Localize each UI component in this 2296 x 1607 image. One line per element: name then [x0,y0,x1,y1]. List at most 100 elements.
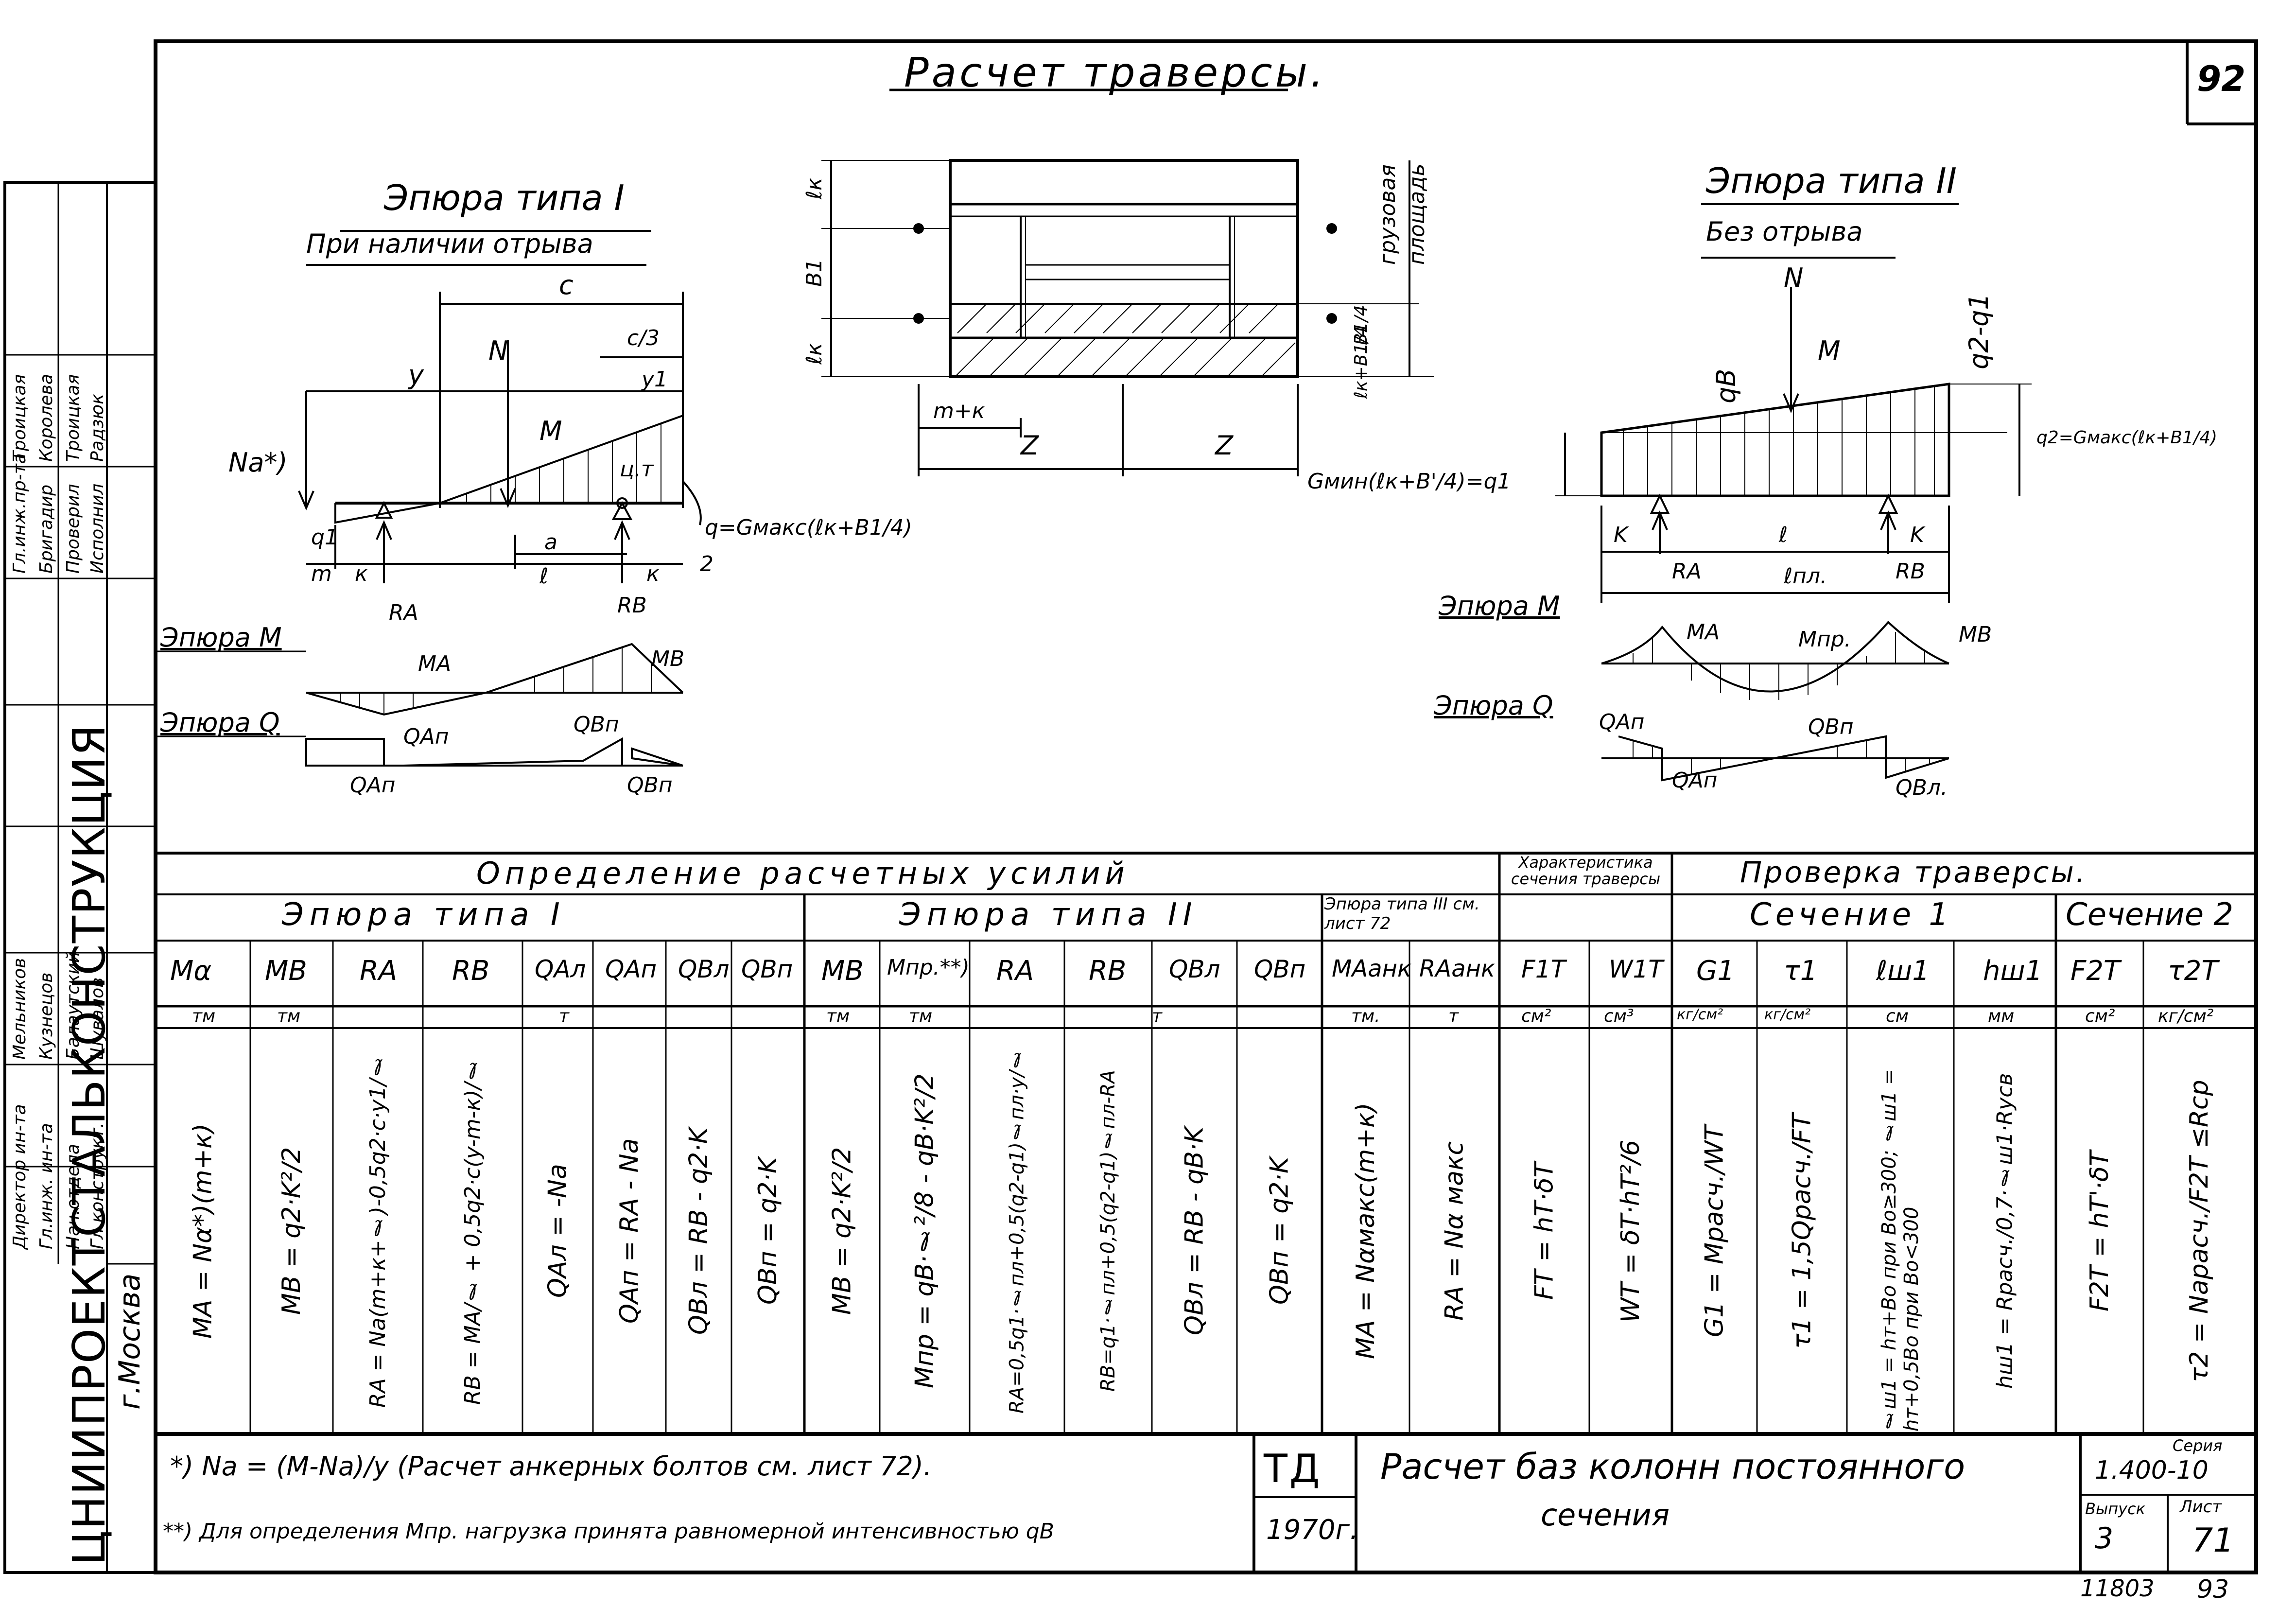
stamp-list: 71 [2192,1521,2234,1560]
d1-a: a [544,530,557,555]
formula-cell-7: QBл = RB - q2·K [684,1127,713,1335]
formula-cell-18: WT = δT·hT²/6 [1616,1139,1645,1323]
diagram-2-title: Эпюра типа II [1706,160,1957,201]
d2-QA2: QAп [1672,768,1718,793]
note-1: *) Na = (M-Na)/y (Расчет анкерных болтов… [170,1451,932,1482]
col-header-17: F1T [1521,955,1566,983]
col-header-10: Mпр.**) [887,955,970,980]
stamp-vypusk-label: Выпуск [2085,1500,2145,1518]
d1-q-formula: q=Gмакс(ℓк+B1/4) [705,515,912,540]
c-gmin: Gмин(ℓк+B'/4)=q1 [1307,469,1511,494]
diagram-1-subtitle: При наличии отрыва [306,228,593,259]
formula-cell-8: QBп = q2·K [753,1157,783,1305]
unit-22: мм [1988,1006,2015,1026]
d1-q1: q1 [311,525,338,550]
c-z1: Z [1021,430,1039,461]
col-header-18: W1T [1609,955,1663,983]
d1-Na: Na*) [228,447,288,478]
name-4: Шувалов [87,977,107,1060]
d2-l: ℓ [1779,523,1788,547]
table-group-char-text: Характеристика сечения траверсы [1511,853,1661,888]
d1-l: ℓ [539,564,549,589]
stamp-seria: 1.400-10 [2095,1456,2209,1485]
col-header-23: F2T [2070,955,2121,987]
role-7: Проверил [63,484,83,574]
page-title: Расчет траверсы. [904,49,1326,96]
col-header-5: QAл [535,955,586,983]
sheet-number: 92 [2197,58,2246,99]
role-4: Гл.конструкт. [87,1122,107,1249]
c-lk-b1: ℓк+B1/4 [1351,326,1371,399]
table-group-char: Характеристика сечения траверсы [1502,854,1670,887]
role-5: Гл.инж.пр-та [10,453,30,574]
formula-cell-14: QBп = q2·K [1265,1157,1294,1305]
formula-cell-1: MA = Nα*)(m+к) [188,1123,218,1339]
col-header-11: RA [996,955,1034,987]
note-2: **) Для определения Mпр. нагрузка принят… [163,1519,1054,1544]
unit-16: т [1448,1006,1459,1026]
unit-17: см² [1521,1006,1551,1026]
col-header-16: RAанк [1419,955,1495,982]
role-6: Бригадир [36,484,56,574]
table-group-left: Определение расчетных усилий [476,856,1130,891]
org-city: г.Москва [113,1273,147,1410]
c-lk-bot: ℓк [802,343,827,365]
role-2: Гл.инж. ин-та [36,1123,56,1249]
d1-epure-Q: Эпюра Q [160,707,280,738]
col-header-9: MB [821,955,864,987]
d1-RA: RA [389,600,418,625]
formula-cell-22: hш1 = Rрасч./0,7·ℓш1·Rусв [1992,1073,2018,1389]
table-sub-II: Эпюра типа II [899,897,1198,933]
unit-10: тм [909,1006,933,1026]
name-8: Радзюк [87,394,107,462]
d2-qB: qB [1711,368,1741,403]
formula-cell-23: F2T = hT'·δT [2085,1151,2114,1311]
d1-QBn2: QBп [627,773,673,798]
formula-cell-24: τ2 = Naрасч./F2T ≤Rср [2185,1080,2214,1382]
col-header-24: τ2T [2168,955,2218,987]
unit-19: кг/см² [1677,1006,1723,1023]
d2-MA: MA [1687,620,1720,645]
d1-MA: MA [418,651,452,676]
formula-cell-17: FT = hT·δT [1530,1162,1559,1300]
unit-15: тм. [1351,1006,1380,1026]
d1-RB: RB [617,593,647,618]
d2-epure-Q: Эпюра Q [1434,690,1553,721]
c-z2: Z [1215,430,1233,461]
d2-MB: MB [1959,622,1992,647]
col-header-3: RA [360,955,398,987]
formula-cell-4: RB = MA/ℓ + 0,5q2·c(y-m-к)/ℓ [460,1057,485,1405]
formula-cell-20: τ1 = 1,5Qрасч./FT [1787,1113,1817,1349]
col-header-20: τ1 [1784,955,1818,987]
diagram-1-title: Эпюра типа I [384,177,625,218]
d2-RA: RA [1672,559,1702,584]
d2-epure-M: Эпюра M [1439,591,1560,621]
table-sub-s2: Сечение 2 [2066,897,2234,933]
formula-cell-3: RA = Na(m+к+ℓ)-0,5q2·c·y1/ℓ [365,1054,390,1408]
d2-QAn: QAп [1599,710,1645,734]
col-header-12: RB [1089,955,1127,987]
d1-N: N [488,335,508,366]
d1-QAn2: QAп [350,773,396,798]
name-1: Мельников [10,958,30,1060]
formula-cell-9: MB = q2·K²/2 [827,1147,857,1315]
formula-cell-12: RB=q1·ℓпл+0,5(q2-q1)ℓпл-RA [1097,1070,1119,1392]
unit-11: т [1152,1006,1162,1026]
col-header-4: RB [452,955,490,987]
role-1: Директор ин-та [10,1104,30,1249]
stamp-list-label: Лист [2180,1497,2222,1517]
formula-cell-2: MB = q2·K²/2 [277,1147,306,1315]
col-header-21: ℓш1 [1876,955,1930,987]
c-b1: B1 [802,258,827,287]
col-header-13: QBл [1169,955,1220,983]
unit-23: см² [2085,1006,2115,1026]
d1-m: m [311,561,332,586]
c-plosh: площадь [1405,163,1429,265]
table-sub-III-text: Эпюра типа III см. лист 72 [1324,894,1480,933]
col-header-7: QBл [678,955,730,983]
formula-cell-11: RA=0,5q1·ℓпл+0,5(q2-q1)ℓпл·y/ℓ [1006,1048,1028,1414]
stamp-vypusk: 3 [2095,1521,2114,1555]
role-8: Исполнил [87,483,107,574]
d1-y: y [408,360,424,390]
